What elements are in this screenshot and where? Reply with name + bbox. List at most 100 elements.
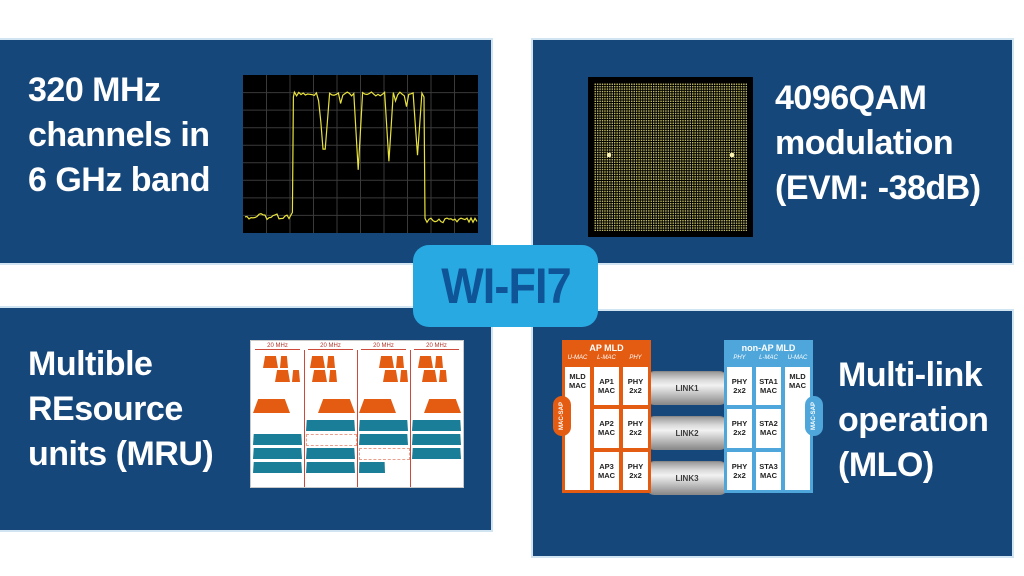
mru-resource-unit — [263, 356, 278, 368]
ap-phy-cell: PHY 2x2 — [623, 367, 648, 406]
constellation-marker — [729, 153, 734, 158]
heading-line: 4096QAM — [775, 79, 927, 117]
spectrum-analyzer-chart — [243, 75, 478, 233]
heading-line: (EVM: -38dB) — [775, 169, 981, 207]
mru-channel-divider — [304, 350, 305, 487]
mru-resource-unit — [424, 399, 461, 413]
mru-allocated-bar — [359, 434, 408, 445]
heading-line: units (MRU) — [28, 435, 214, 473]
non-ap-mld-title: non-AP MLD — [741, 343, 796, 353]
mru-punctured-slot — [359, 448, 410, 460]
ap-mac-cell: AP1 MAC — [594, 367, 619, 406]
heading-line: (MLO) — [838, 446, 934, 484]
ap-mac-cell: AP3 MAC — [594, 451, 619, 490]
mru-resource-unit — [418, 356, 433, 368]
sta-mac-cell: STA1 MAC — [756, 367, 781, 406]
mru-dimension-line — [414, 349, 459, 350]
mru-allocated-bar — [306, 420, 355, 431]
column-label: U-MAC — [567, 355, 588, 361]
link-pipe: LINK2 — [645, 416, 729, 450]
mac-sap-tab-ap: MAC-SAP — [553, 396, 571, 436]
heading-line: Multi-link — [838, 356, 983, 394]
mru-resource-unit — [275, 370, 290, 382]
ap-mac-cell: AP2 MAC — [594, 409, 619, 448]
panel-4096qam-heading: 4096QAM modulation (EVM: -38dB) — [775, 76, 981, 211]
mru-allocated-bar — [412, 434, 461, 445]
constellation-diagram — [588, 77, 753, 237]
mru-dimension-line — [361, 349, 406, 350]
mru-resource-unit — [329, 370, 337, 382]
wifi7-badge: WI-FI7 — [413, 245, 598, 327]
heading-line: 6 GHz band — [28, 161, 211, 199]
mru-bandwidth-label: 20 MHz — [267, 343, 288, 349]
mru-resource-unit — [253, 399, 290, 413]
mru-allocated-bar — [253, 462, 302, 473]
non-ap-mld-column-labels: PHY L-MAC U-MAC — [724, 355, 813, 366]
mru-channel-divider — [357, 350, 358, 487]
heading-line: Multible — [28, 345, 153, 383]
heading-line: REsource — [28, 390, 183, 428]
ap-mld-column-labels: U-MAC L-MAC PHY — [562, 355, 651, 366]
sta-phy-cell: PHY 2x2 — [727, 451, 752, 490]
mru-bandwidth-label: 20 MHz — [426, 343, 447, 349]
column-label: PHY — [733, 355, 746, 361]
heading-line: modulation — [775, 124, 954, 162]
wifi7-badge-label: WI-FI7 — [440, 258, 571, 314]
panel-4096qam: 4096QAM modulation (EVM: -38dB) — [533, 40, 1012, 263]
mru-dimension-line — [308, 349, 353, 350]
heading-line: channels in — [28, 116, 210, 154]
mru-allocated-bar — [306, 448, 355, 459]
panel-320mhz-heading: 320 MHz channels in 6 GHz band — [28, 68, 211, 203]
heading-line: operation — [838, 401, 989, 439]
mru-resource-unit — [439, 370, 447, 382]
constellation-dot-grid — [594, 83, 747, 231]
mru-bandwidth-label: 20 MHz — [373, 343, 394, 349]
sta-phy-cell: PHY 2x2 — [727, 409, 752, 448]
non-ap-mld-block: non-AP MLD PHY L-MAC U-MAC MLD MAC PHY 2… — [724, 340, 813, 493]
mru-allocated-bar — [412, 448, 461, 459]
panel-mlo-heading: Multi-link operation (MLO) — [838, 353, 989, 488]
link-pipe: LINK3 — [645, 461, 729, 495]
constellation-marker — [607, 153, 612, 158]
mac-sap-tab-sta: MAC-SAP — [805, 396, 823, 436]
mru-resource-unit — [400, 370, 408, 382]
mru-resource-unit — [396, 356, 404, 368]
link-pipe: LINK1 — [645, 371, 729, 405]
sta-mac-cell: STA3 MAC — [756, 451, 781, 490]
panel-320mhz-channels: 320 MHz channels in 6 GHz band — [0, 40, 491, 263]
sta-mac-cell: STA2 MAC — [756, 409, 781, 448]
mru-allocated-bar — [359, 462, 385, 473]
mru-resource-unit — [312, 370, 327, 382]
mru-diagram: 20 MHz 20 MHz 20 MHz 20 MHz — [250, 340, 464, 488]
column-label: L-MAC — [759, 355, 778, 361]
mru-resource-unit — [280, 356, 288, 368]
mru-allocated-bar — [306, 462, 355, 473]
mru-resource-unit — [435, 356, 443, 368]
ap-mld-title: AP MLD — [589, 343, 624, 353]
column-label: PHY — [629, 355, 642, 361]
column-label: L-MAC — [597, 355, 616, 361]
heading-line: 320 MHz — [28, 71, 161, 109]
mru-allocated-bar — [359, 420, 408, 431]
mru-punctured-slot — [306, 434, 357, 446]
mru-channel-divider — [410, 350, 411, 487]
mru-resource-unit — [318, 399, 355, 413]
ap-phy-cell: PHY 2x2 — [623, 451, 648, 490]
mru-resource-unit — [292, 370, 300, 382]
mru-resource-unit — [379, 356, 394, 368]
mru-allocated-bar — [253, 448, 302, 459]
sta-phy-cell: PHY 2x2 — [727, 367, 752, 406]
ap-phy-cell: PHY 2x2 — [623, 409, 648, 448]
column-label: U-MAC — [787, 355, 808, 361]
mru-resource-unit — [422, 370, 437, 382]
mru-bandwidth-label: 20 MHz — [320, 343, 341, 349]
mru-allocated-bar — [412, 420, 461, 431]
mru-resource-unit — [359, 399, 396, 413]
